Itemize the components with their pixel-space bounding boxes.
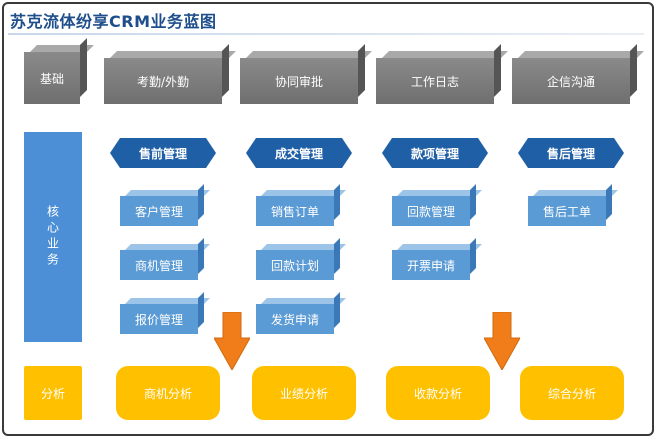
analysis-comprehensive: 综合分析 <box>520 366 624 420</box>
base-item-text: 工作日志 <box>410 74 459 89</box>
column-header-payment: 款项管理 <box>382 138 488 168</box>
item-sales-order: 销售订单 <box>256 184 346 226</box>
title-divider <box>8 33 644 35</box>
column-header-text: 款项管理 <box>410 146 459 161</box>
item-text: 客户管理 <box>134 204 183 219</box>
item-text: 售后工单 <box>542 204 591 219</box>
item-text: 回款计划 <box>270 258 319 273</box>
column-header-text: 售后管理 <box>546 146 595 161</box>
down-arrow-icon <box>484 312 520 370</box>
column-header-text: 售前管理 <box>138 146 187 161</box>
item-text: 商机管理 <box>134 258 183 273</box>
page-title: 苏克流体纷享CRM业务蓝图 <box>10 12 217 31</box>
row-label-analysis: 分析 <box>24 366 82 420</box>
column-header-presales: 售前管理 <box>110 138 216 168</box>
row-label-base-text: 基础 <box>39 71 64 86</box>
analysis-opportunity: 商机分析 <box>116 366 220 420</box>
item-opportunity-management: 商机管理 <box>120 238 210 280</box>
base-item-text: 协同审批 <box>274 74 323 89</box>
row-label-core-text: 核心业务 <box>45 205 60 269</box>
analysis-text: 业绩分析 <box>279 386 328 401</box>
item-payment-management: 回款管理 <box>392 184 482 226</box>
item-shipping-request: 发货申请 <box>256 292 346 334</box>
item-customer-management: 客户管理 <box>120 184 210 226</box>
analysis-performance: 业绩分析 <box>252 366 356 420</box>
item-quote-management: 报价管理 <box>120 292 210 334</box>
row-label-base: 基础 <box>24 38 94 104</box>
row-label-core: 核心业务 <box>24 132 82 342</box>
item-text: 回款管理 <box>406 204 455 219</box>
base-item-text: 企信沟通 <box>546 74 595 89</box>
analysis-collection: 收款分析 <box>386 366 490 420</box>
item-payment-plan: 回款计划 <box>256 238 346 280</box>
base-item-approval: 协同审批 <box>240 44 372 104</box>
analysis-text: 综合分析 <box>547 386 596 401</box>
column-header-deal: 成交管理 <box>246 138 352 168</box>
column-header-aftersales: 售后管理 <box>518 138 624 168</box>
down-arrow-icon <box>214 312 250 370</box>
item-text: 发货申请 <box>270 312 319 327</box>
base-item-text: 考勤/外勤 <box>136 74 190 89</box>
row-label-analysis-text: 分析 <box>40 386 65 401</box>
column-header-text: 成交管理 <box>274 146 323 161</box>
item-service-ticket: 售后工单 <box>528 184 618 226</box>
item-text: 销售订单 <box>270 204 319 219</box>
item-text: 报价管理 <box>134 312 183 327</box>
base-item-messaging: 企信沟通 <box>512 44 644 104</box>
base-item-worklog: 工作日志 <box>376 44 508 104</box>
base-item-attendance: 考勤/外勤 <box>104 44 236 104</box>
item-invoice-request: 开票申请 <box>392 238 482 280</box>
item-text: 开票申请 <box>406 258 455 273</box>
analysis-text: 收款分析 <box>413 386 462 401</box>
analysis-text: 商机分析 <box>143 386 192 401</box>
